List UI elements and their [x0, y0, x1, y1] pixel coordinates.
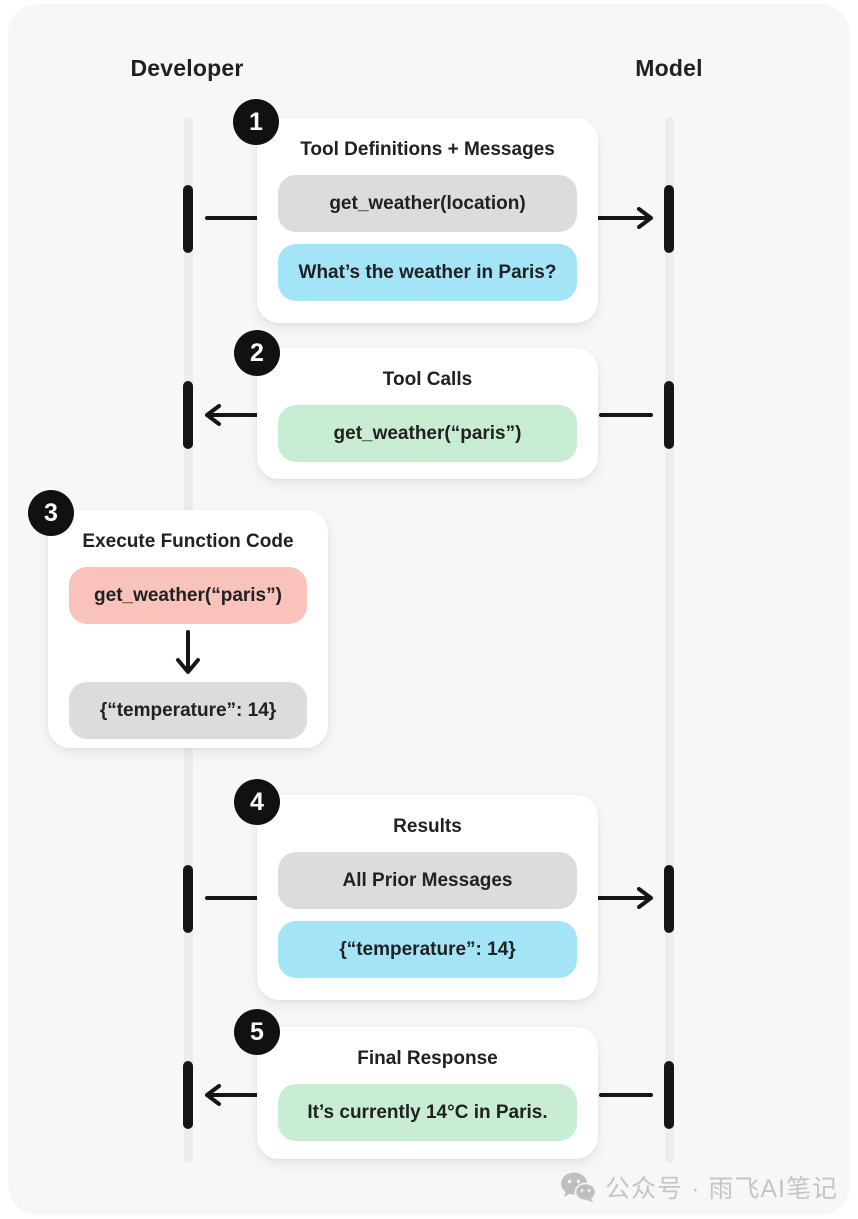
user-message-pill: What’s the weather in Paris?	[278, 244, 577, 301]
step-card-tool-calls: Tool Calls get_weather(“paris”)	[257, 348, 598, 479]
developer-activation-step2	[183, 381, 193, 449]
developer-activation-step1	[183, 185, 193, 253]
line-step2-right	[599, 413, 653, 417]
tool-definition-pill: get_weather(location)	[278, 175, 577, 232]
step-number-badge-2: 2	[234, 330, 280, 376]
line-step4-left	[205, 896, 259, 900]
step-title: Tool Calls	[382, 369, 473, 390]
prior-messages-pill: All Prior Messages	[278, 852, 577, 909]
step-title: Tool Definitions + Messages	[300, 139, 555, 160]
arrow-right-icon-step4	[596, 887, 653, 909]
arrow-left-icon-step2	[205, 404, 260, 426]
tool-call-pill: get_weather(“paris”)	[278, 405, 577, 462]
function-invocation-pill: get_weather(“paris”)	[69, 567, 307, 624]
result-message-pill: {“temperature”: 14}	[278, 921, 577, 978]
step-card-results: Results All Prior Messages {“temperature…	[257, 795, 598, 1000]
arrow-left-icon-step5	[205, 1084, 260, 1106]
model-activation-step4	[664, 865, 674, 933]
step-number-badge-3: 3	[28, 490, 74, 536]
line-step5-right	[599, 1093, 653, 1097]
watermark: 公众号 · 雨飞AI笔记	[560, 1168, 838, 1206]
step-number-badge-4: 4	[234, 779, 280, 825]
model-activation-step1	[664, 185, 674, 253]
step-number-badge-1: 1	[233, 99, 279, 145]
step-title: Results	[393, 816, 462, 837]
model-activation-step5	[664, 1061, 674, 1129]
step-card-final-response: Final Response It’s currently 14°C in Pa…	[257, 1027, 598, 1159]
function-result-pill: {“temperature”: 14}	[69, 682, 307, 739]
step-title: Execute Function Code	[82, 531, 294, 552]
lane-title-model: Model	[635, 55, 703, 81]
step-number-badge-5: 5	[234, 1009, 280, 1055]
lane-title-developer: Developer	[130, 55, 244, 81]
model-lifeline	[665, 117, 674, 1163]
step-card-tool-definitions: Tool Definitions + Messages get_weather(…	[257, 118, 598, 323]
final-response-pill: It’s currently 14°C in Paris.	[278, 1084, 577, 1141]
wechat-icon	[561, 1172, 597, 1203]
step-card-execute-function: Execute Function Code get_weather(“paris…	[48, 510, 328, 748]
line-step1-left	[205, 216, 259, 220]
arrow-down-icon	[176, 630, 200, 674]
developer-activation-step5	[183, 1061, 193, 1129]
developer-activation-step4	[183, 865, 193, 933]
arrow-right-icon-step1	[596, 207, 653, 229]
model-activation-step2	[664, 381, 674, 449]
watermark-text: 公众号 · 雨飞AI笔记	[605, 1175, 838, 1203]
step-title: Final Response	[357, 1048, 498, 1069]
